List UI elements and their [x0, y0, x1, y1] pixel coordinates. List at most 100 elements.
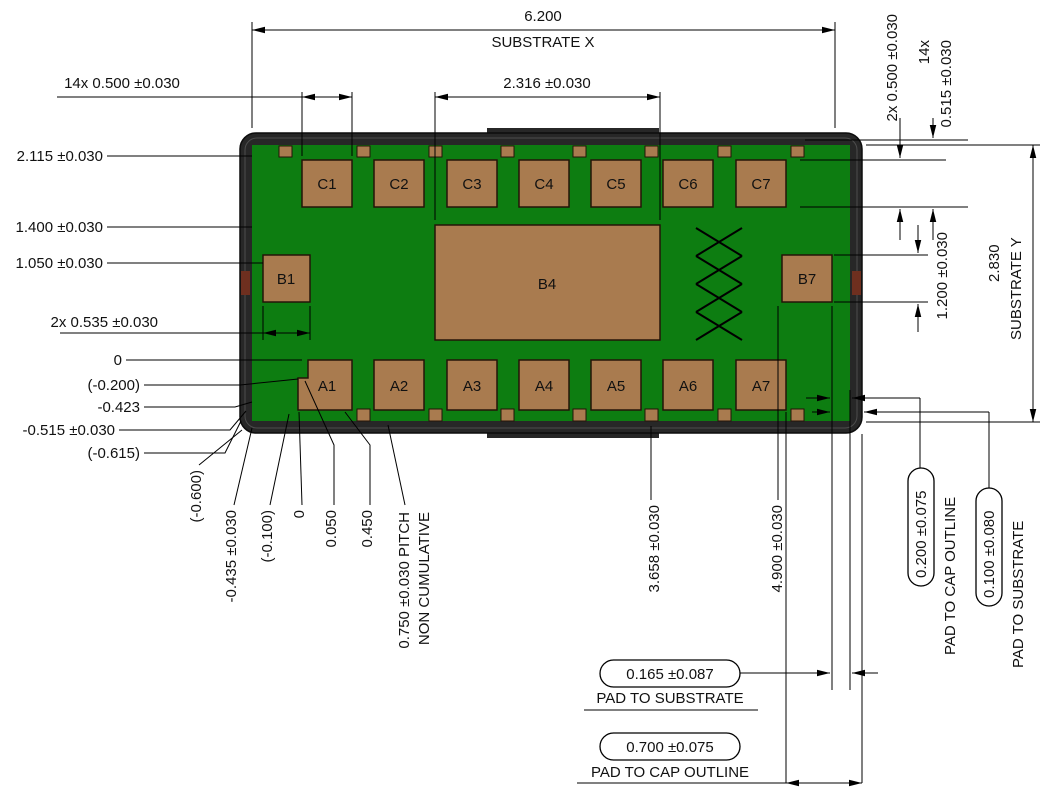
dim-substrate-x-value: 6.200: [524, 8, 562, 25]
leader-line: [344, 411, 371, 505]
dim-pitch-line2: NON CUMULATIVE: [416, 512, 433, 645]
pad-row-b: B1 B4 B7: [262, 224, 833, 341]
callout-pad-to-substrate-value: 0.165 ±0.087: [626, 666, 713, 683]
edge-tab: [644, 145, 659, 158]
dim-0050: 0.050: [323, 510, 340, 548]
edge-tab: [717, 408, 732, 422]
pad-row-a: A1 A2 A3 A4 A5 A6 A7: [297, 359, 787, 411]
pad-c5: [590, 159, 642, 208]
pad-c6: [662, 159, 714, 208]
dim-b1-width: 2x 0.535 ±0.030: [51, 314, 158, 331]
callout-box-pad-to-cap: [599, 732, 741, 761]
side-tab-left: [241, 271, 250, 295]
edge-tab: [278, 145, 293, 158]
dim-substrate-y-value: 2.830: [986, 244, 1003, 282]
pad-a4-label: A4: [535, 378, 553, 395]
pad-c1: [301, 159, 353, 208]
pad-c4-label: C4: [534, 176, 553, 193]
leader-line: [298, 411, 303, 506]
dim-4900: 4.900 ±0.030: [769, 505, 786, 592]
pad-b4: [434, 224, 661, 341]
crosshatch-region: [695, 227, 743, 341]
pad-a6-label: A6: [679, 378, 697, 395]
dim-pad-length: 0.515 ±0.030: [938, 40, 955, 127]
dim-3658: 3.658 ±0.030: [646, 505, 663, 592]
pad-b7: [781, 254, 833, 303]
pad-a1-label: A1: [318, 378, 336, 395]
dim-1050: 1.050 ±0.030: [16, 255, 103, 272]
leader-line: [304, 380, 335, 505]
leader-line: [119, 410, 247, 431]
leader-line: [144, 401, 253, 408]
pad-a4: [518, 359, 570, 411]
pad-c2: [373, 159, 425, 208]
dim-m0200: (-0.200): [87, 377, 140, 394]
edge-tab: [790, 145, 805, 158]
callout-pad-to-cap-right-value: 0.200 ±0.075: [913, 491, 930, 578]
edge-tab: [572, 145, 587, 158]
pad-c7: [735, 159, 787, 208]
pad-c5-label: C5: [606, 176, 625, 193]
leader-line: [269, 413, 290, 506]
dim-m0515: -0.515 ±0.030: [23, 422, 115, 439]
pad-b7-label: B7: [798, 271, 816, 288]
pad-c2-label: C2: [389, 176, 408, 193]
callout-pad-to-cap-label: PAD TO CAP OUTLINE: [591, 764, 749, 781]
side-tab-right: [852, 271, 861, 295]
dim-pitch-line1: 0.750 ±0.030 PITCH: [396, 512, 413, 649]
edge-tab: [717, 145, 732, 158]
leader-line: [144, 420, 242, 454]
package-body: C1 C2 C3 C4 C5 C6 C7 B1 B4 B7 A: [239, 128, 863, 438]
pad-a7-label: A7: [752, 378, 770, 395]
edge-tab: [790, 408, 805, 422]
callout-box-pad-to-substrate-right: [975, 487, 1003, 607]
callout-pad-to-substrate-right-value: 0.100 ±0.080: [981, 511, 998, 598]
pad-b1: [262, 254, 311, 303]
dim-bottom-datum-0: 0: [291, 510, 308, 518]
pad-a3: [446, 359, 498, 411]
dim-14x-count: 14x: [916, 40, 933, 65]
leader-line: [387, 424, 406, 506]
tolerance-callouts: 0.165 ±0.087 PAD TO SUBSTRATE 0.700 ±0.0…: [591, 467, 1027, 781]
dim-1200: 1.200 ±0.030: [934, 232, 951, 319]
dim-b4-width: 2.316 ±0.030: [503, 75, 590, 92]
callout-pad-to-substrate-label: PAD TO SUBSTRATE: [596, 690, 743, 707]
dim-pad-pitch-14x: 14x 0.500 ±0.030: [64, 75, 180, 92]
callout-box-pad-to-cap-right: [907, 467, 935, 587]
pad-c6-label: C6: [678, 176, 697, 193]
pad-a2: [373, 359, 425, 411]
edge-tab: [500, 408, 515, 422]
dim-0450: 0.450: [359, 510, 376, 548]
dim-m0423: -0.423: [97, 399, 140, 416]
pad-row-c: C1 C2 C3 C4 C5 C6 C7: [301, 159, 787, 208]
leader-line: [144, 378, 299, 386]
pad-c3-label: C3: [462, 176, 481, 193]
leader-line: [198, 429, 243, 466]
pad-a2-label: A2: [390, 378, 408, 395]
callout-pad-to-cap-value: 0.700 ±0.075: [626, 739, 713, 756]
pad-a6: [662, 359, 714, 411]
dim-substrate-y-label: SUBSTRATE Y: [1008, 237, 1025, 340]
pad-c1-label: C1: [317, 176, 336, 193]
dim-m0615: (-0.615): [87, 445, 140, 462]
dimension-labels: 6.200 SUBSTRATE X 14x 0.500 ±0.030 2.316…: [16, 8, 1025, 649]
dim-1400: 1.400 ±0.030: [16, 219, 103, 236]
edge-tab: [644, 408, 659, 422]
pad-c7-label: C7: [751, 176, 770, 193]
pad-a1: [297, 359, 353, 411]
dim-left-datum-0: 0: [114, 352, 122, 369]
dim-m0600: (-0.600): [188, 470, 205, 523]
edge-tab: [428, 408, 443, 422]
edge-tab: [356, 145, 371, 158]
dim-m0435: -0.435 ±0.030: [223, 510, 240, 602]
leader-line: [233, 427, 253, 506]
callout-pad-to-substrate-right-label: PAD TO SUBSTRATE: [1010, 521, 1027, 668]
pad-c4: [518, 159, 570, 208]
edge-tab: [356, 408, 371, 422]
callout-box-pad-to-substrate: [599, 659, 741, 688]
pad-b4-label: B4: [538, 276, 556, 293]
pad-a5-label: A5: [607, 378, 625, 395]
dim-substrate-x-label: SUBSTRATE X: [491, 34, 594, 51]
